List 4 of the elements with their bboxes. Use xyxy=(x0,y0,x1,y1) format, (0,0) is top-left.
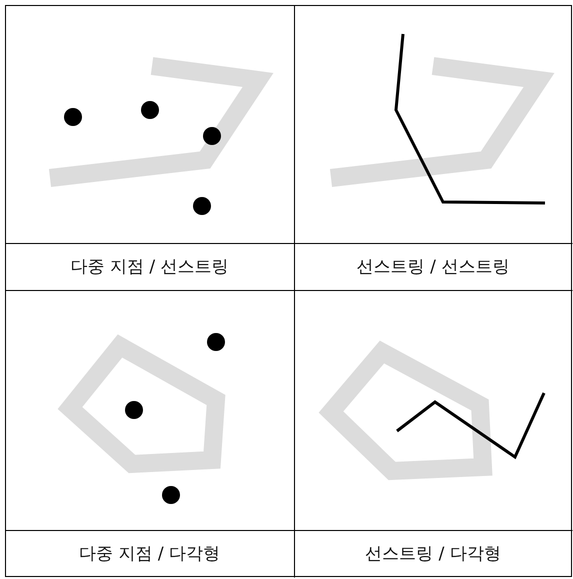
caption: 다중 지점 / 다각형 xyxy=(79,542,220,564)
caption: 선스트링 / 선스트링 xyxy=(356,256,510,278)
caption: 선스트링 / 다각형 xyxy=(365,542,501,564)
caption: 다중 지점 / 선스트링 xyxy=(70,256,228,278)
